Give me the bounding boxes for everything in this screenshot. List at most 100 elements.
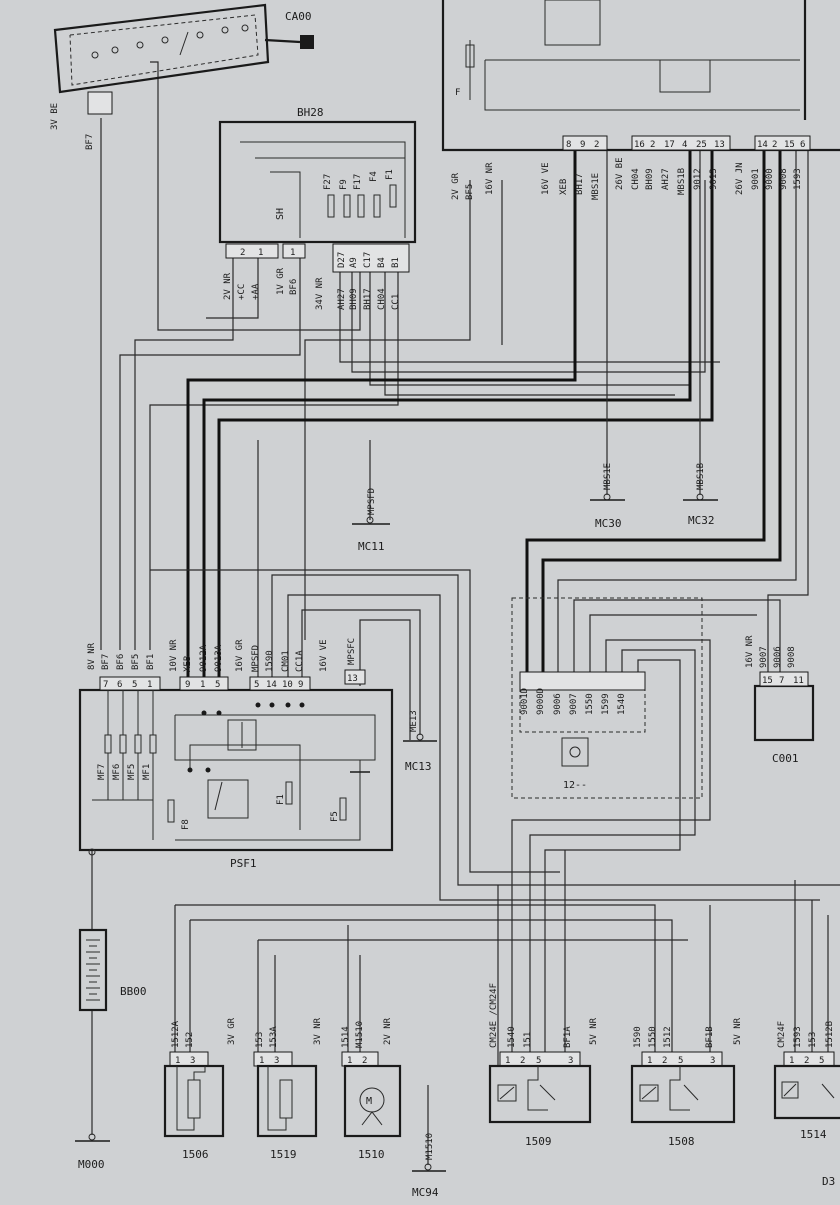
c001-pin-11: 11 xyxy=(793,676,804,686)
top-unit-pin-25: 25 xyxy=(696,140,707,150)
component-top-right-unit: F 8 9 2 16 2 17 4 25 13 14 2 15 6 2V GR … xyxy=(441,0,840,200)
c1506-pin-3: 3 xyxy=(190,1056,195,1066)
c1519-wire-153a: 153A xyxy=(269,1026,279,1048)
c1509-wire-151: 151 xyxy=(523,1032,533,1048)
bh28-pin-1: 1 xyxy=(258,248,263,258)
psf1-wire-bf7: BF7 xyxy=(101,654,111,670)
c1509-spec: 5V NR xyxy=(589,1017,599,1045)
top-unit-wire-bh09: BH09 xyxy=(645,168,655,190)
bh28-fuse-f27: F27 xyxy=(323,174,333,190)
bh28-spec-1v-gr: 1V GR xyxy=(276,267,286,295)
c1508-pin-3: 3 xyxy=(710,1056,715,1066)
ground-mc13-wire: ME13 xyxy=(409,710,419,732)
psf1-label: PSF1 xyxy=(230,857,257,870)
c1510-pin-1: 1 xyxy=(347,1056,352,1066)
ground-mc94: M1510 MC94 xyxy=(412,1133,446,1199)
psf1-wire-xeb: XEB xyxy=(183,656,193,672)
bh28-pin-d27: D27 xyxy=(337,252,347,268)
ground-mc30: MBS1E MC30 xyxy=(590,463,625,530)
top-unit-wire-1593: 1593 xyxy=(793,168,803,190)
psf1-relay-mf7: MF7 xyxy=(97,764,107,780)
ground-mc32-label: MC32 xyxy=(688,514,715,527)
psf1-spec-16v-gr: 16V GR xyxy=(235,639,245,672)
c1510-label: 1510 xyxy=(358,1148,385,1161)
c1509-pin-2: 2 xyxy=(520,1056,525,1066)
page-reference: D3 xyxy=(822,1175,835,1188)
top-unit-wire-9000: 9000 xyxy=(765,168,775,190)
top-unit-wire-ah27: AH27 xyxy=(661,168,671,190)
psf1-pin-5: 5 xyxy=(132,680,137,690)
top-unit-wire-9008: 9008 xyxy=(779,168,789,190)
c001-pin-7: 7 xyxy=(779,676,784,686)
c1509-pin-5: 5 xyxy=(536,1056,541,1066)
c1514-wire-1593: 1593 xyxy=(793,1026,803,1048)
c1508-pin-2: 2 xyxy=(662,1056,667,1066)
c1509-wire-cm24: CM24E /CM24F xyxy=(489,983,499,1048)
bh28-pin-2: 2 xyxy=(240,248,245,258)
psf1-wire-1590: 1590 xyxy=(265,650,275,672)
c1509-pin-1: 1 xyxy=(505,1056,510,1066)
conn12-wire-9006: 9006 xyxy=(553,693,563,715)
psf1-relay-mf6: MF6 xyxy=(112,764,122,780)
bh28-wire-cc1: CC1 xyxy=(391,294,401,310)
c1508-wire-bf1b: BF1B xyxy=(705,1026,715,1048)
top-unit-pin-2b: 2 xyxy=(650,140,655,150)
c001-wire-9008: 9008 xyxy=(787,646,797,668)
component-ca00: CA00 3V BE BF7 xyxy=(50,3,314,150)
bh28-wire-ah27: AH27 xyxy=(337,288,347,310)
top-unit-wire-bf5: BF5 xyxy=(465,184,475,200)
psf1-spec-16v-ve: 16V VE xyxy=(319,639,329,672)
c001-wire-9007: 9007 xyxy=(759,646,769,668)
top-unit-wire-mbs1b: MBS1B xyxy=(677,168,687,195)
psf1-fuse-f5: F5 xyxy=(330,811,340,822)
conn12-wire-9000d: 9000D xyxy=(536,688,546,715)
psf1-pin-1b: 1 xyxy=(200,680,205,690)
psf1-relay-mf5: MF5 xyxy=(127,764,137,780)
ground-mc30-wire: MBS1E xyxy=(603,463,613,490)
c1510-wire-1514: 1514 xyxy=(341,1026,351,1048)
c1510-wire-m1510: M1510 xyxy=(355,1021,365,1048)
ground-m000-label: M000 xyxy=(78,1158,105,1171)
component-1509: 1 2 5 3 CM24E /CM24F 1540 151 BF1A 5V NR… xyxy=(488,983,599,1148)
c1514-pin-1: 1 xyxy=(789,1056,794,1066)
c1506-wire-152: 152 xyxy=(185,1032,195,1048)
psf1-pin-7: 7 xyxy=(103,680,108,690)
bh28-wire-bf6: BF6 xyxy=(289,279,299,295)
top-unit-pin-13: 13 xyxy=(714,140,725,150)
psf1-spec-10v-nr: 10V NR xyxy=(169,639,179,672)
c1508-pin-1: 1 xyxy=(647,1056,652,1066)
bh28-pin-a9: A9 xyxy=(349,257,359,268)
c1506-pin-1: 1 xyxy=(175,1056,180,1066)
c1508-label: 1508 xyxy=(668,1135,695,1148)
psf1-wire-bf6: BF6 xyxy=(116,654,126,670)
ground-mc30-label: MC30 xyxy=(595,517,622,530)
psf1-pin-14: 14 xyxy=(266,680,277,690)
psf1-wire-cc1a: CC1A xyxy=(295,650,305,672)
psf1-pin-5b: 5 xyxy=(215,680,220,690)
top-unit-pin-8: 8 xyxy=(566,140,571,150)
component-1519: 1 3 153 153A 3V NR 1519 xyxy=(253,1017,323,1161)
psf1-wire-9013a: 9013A xyxy=(214,644,224,672)
bh28-fuse-f1: F1 xyxy=(385,169,395,180)
c1508-wire-1512: 1512 xyxy=(663,1026,673,1048)
bh28-fuse-f17: F17 xyxy=(353,174,363,190)
ca00-connector-spec: 3V BE xyxy=(50,103,60,130)
psf1-wire-9012a: 9012A xyxy=(199,644,209,672)
bh28-wire-cc: +CC xyxy=(237,284,247,300)
top-unit-pin-9: 9 xyxy=(580,140,585,150)
top-unit-wire-bh17: BH17 xyxy=(575,173,585,195)
c1509-label: 1509 xyxy=(525,1135,552,1148)
bh28-shunt: SH xyxy=(275,208,286,220)
psf1-wire-mpsfc: MPSFC xyxy=(347,638,357,665)
c1514-wire-153: 153 xyxy=(808,1032,818,1048)
top-unit-spec-2v-gr: 2V GR xyxy=(451,172,461,200)
conn12-wire-1540: 1540 xyxy=(617,693,627,715)
c1519-label: 1519 xyxy=(270,1148,297,1161)
c1509-wire-bf1a: BF1A xyxy=(563,1026,573,1048)
top-unit-wire-xeb: XEB xyxy=(559,179,569,195)
bh28-label: BH28 xyxy=(297,106,324,119)
c1510-pin-2: 2 xyxy=(362,1056,367,1066)
top-unit-pin-16: 16 xyxy=(634,140,645,150)
psf1-pin-13: 13 xyxy=(347,674,358,684)
bh28-wire-ch04: CH04 xyxy=(377,288,387,310)
